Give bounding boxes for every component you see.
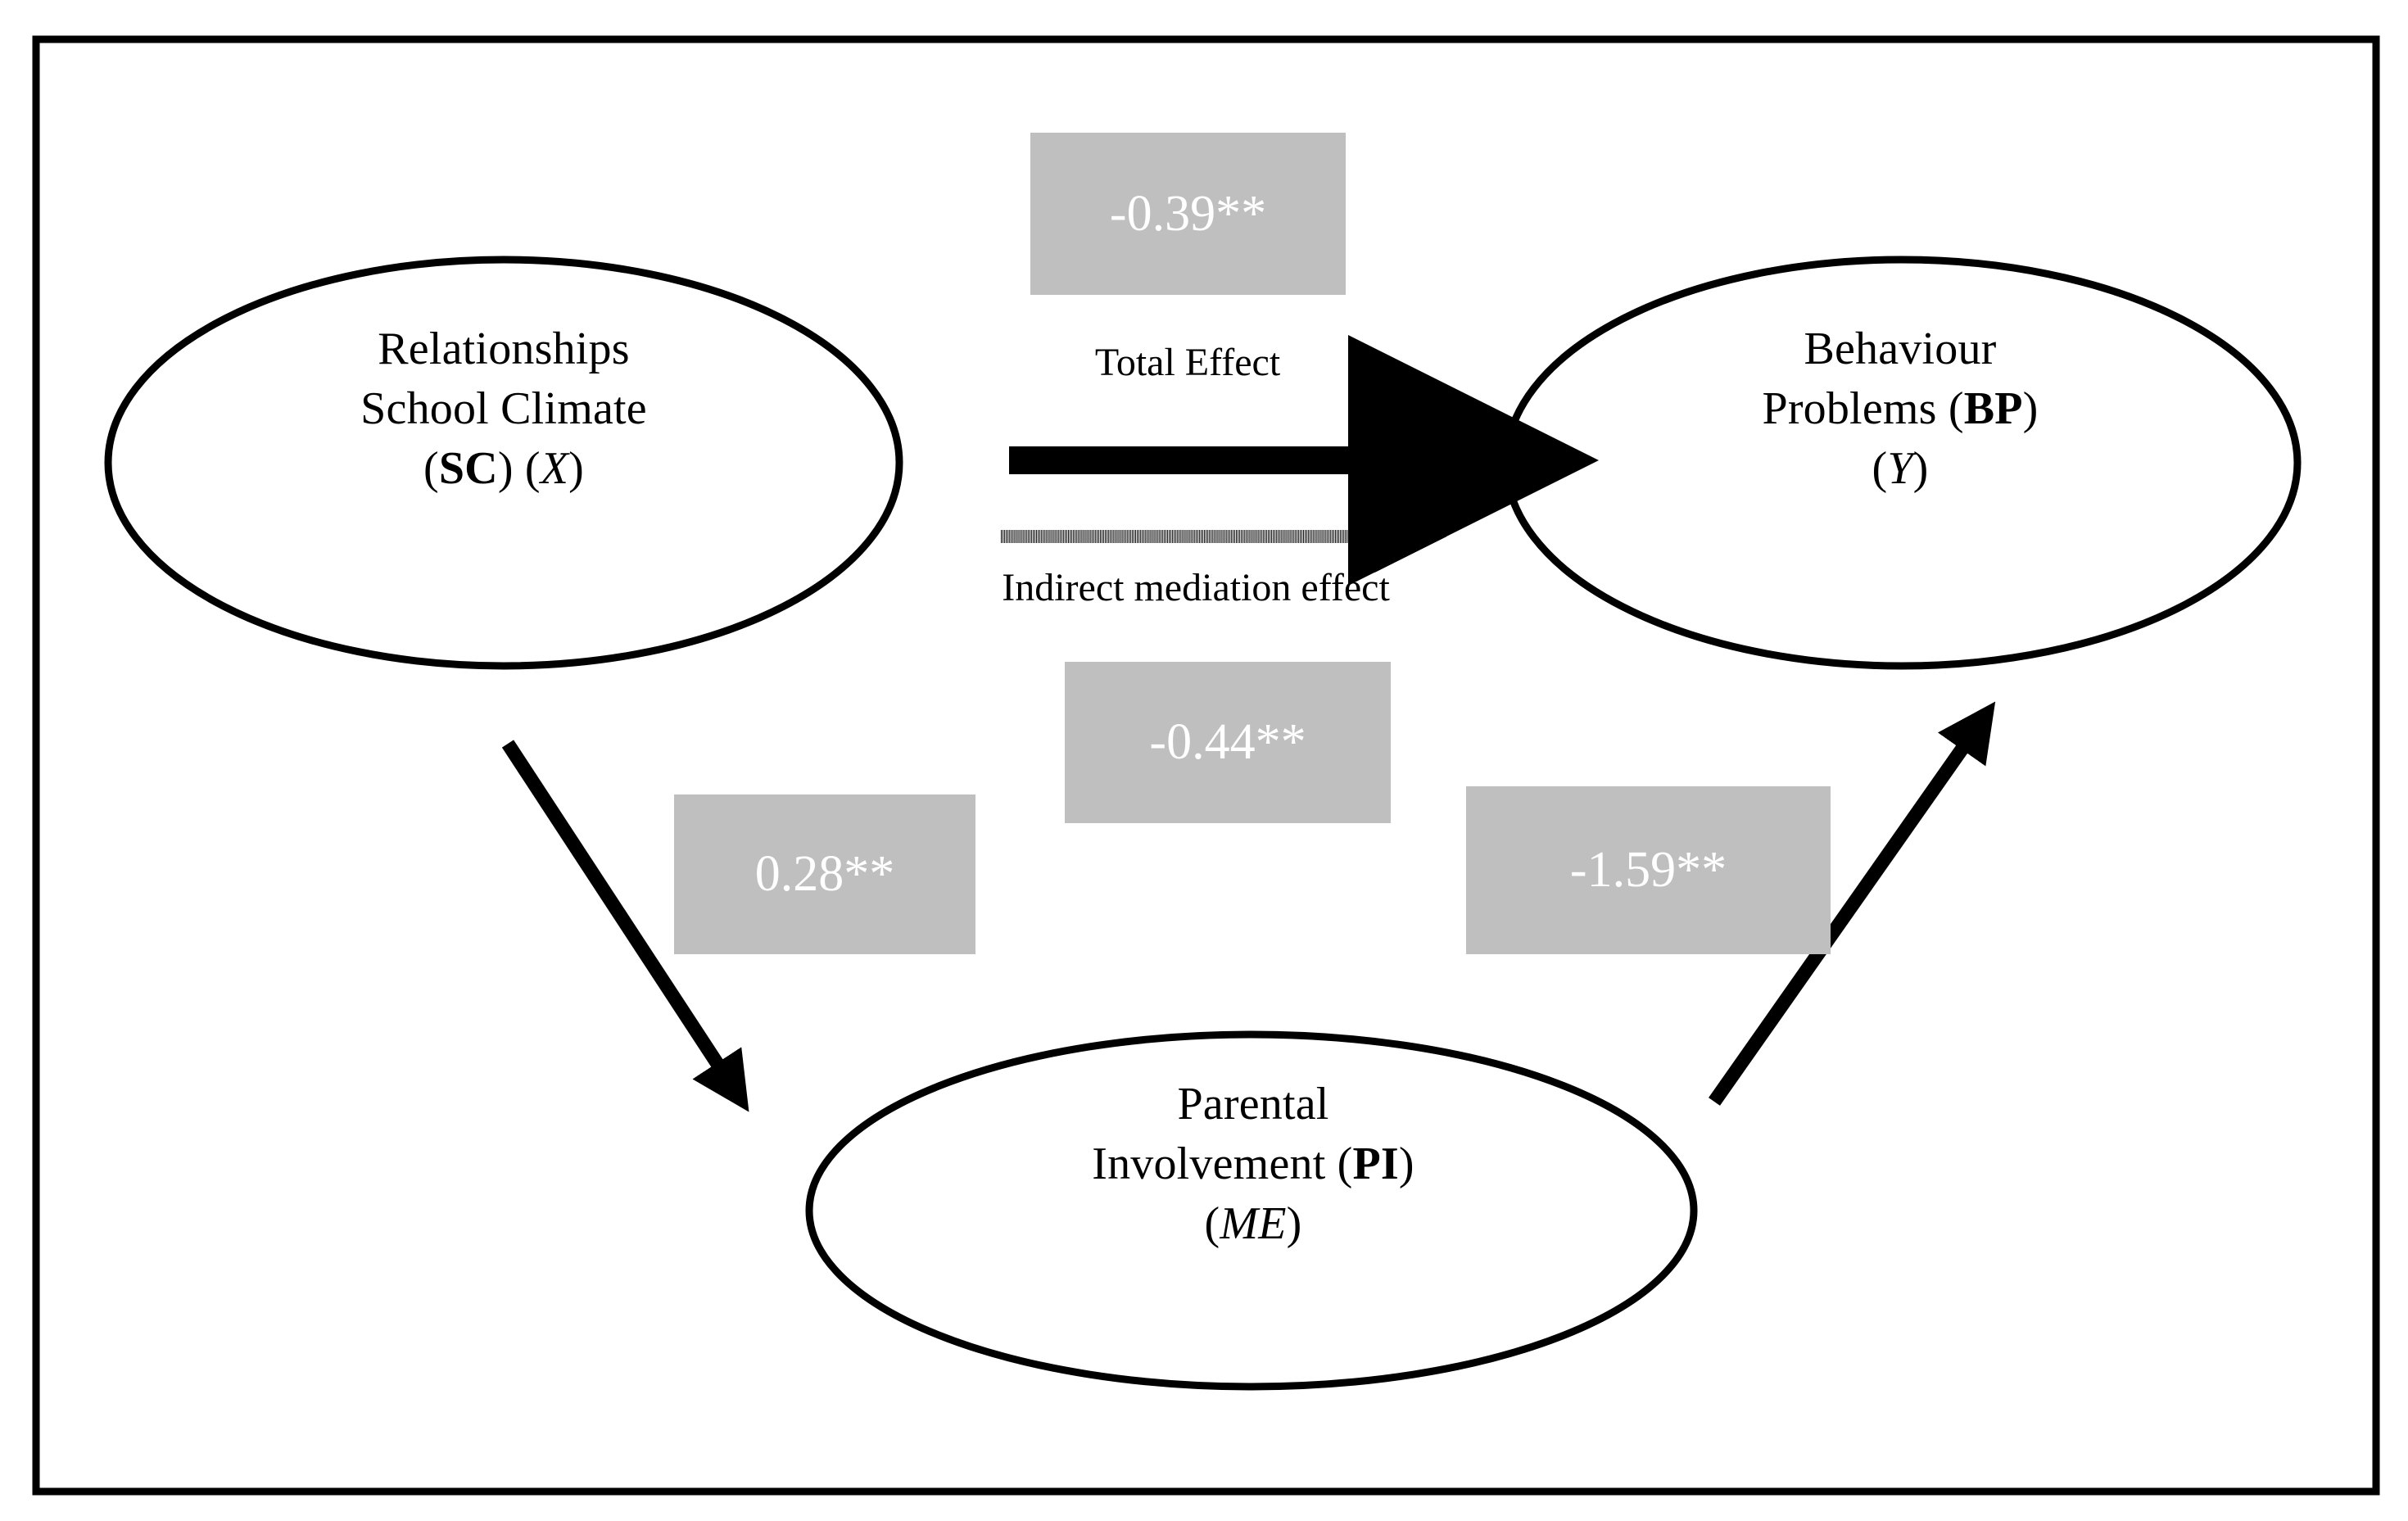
node-pi-suffix: ) [1398,1138,1414,1189]
node-ellipse-parental-involvement [805,1030,1698,1391]
node-bp-prefix: Problems ( [1762,383,1964,434]
node-bp-role: Y [1887,442,1913,494]
label-total-effect: Total Effect [1094,341,1281,384]
coefficient-box-total-effect: -0.39** [1030,133,1346,295]
node-pi-line2: Involvement (PI) [926,1134,1581,1194]
node-pi-role: ME [1220,1197,1287,1249]
node-label-school-climate: Relationships School Climate (SC) (X) [201,319,807,498]
arrow-a-path [501,740,749,1112]
coefficient-box-b-path: -1.59** [1466,786,1831,954]
label-indirect-effect: Indirect mediation effect [1002,566,1390,609]
node-pi-line3: (ME) [1204,1197,1302,1249]
node-label-parental-involvement: Parental Involvement (PI) (ME) [926,1075,1581,1253]
node-bp-line3: (Y) [1872,442,1929,494]
node-label-behaviour-problems: Behaviour Problems (BP) (Y) [1597,319,2203,498]
arrow-b-path [1709,701,1996,1106]
coefficient-box-a-path: 0.28** [674,794,975,954]
node-bp-abbrev: BP [1963,383,2023,434]
node-sc-line3: (SC) (X) [423,442,585,494]
node-bp-suffix: ) [2022,383,2039,434]
node-sc-role: X [540,442,569,494]
node-pi-line1: Parental [1177,1079,1329,1129]
node-bp-line2: Problems (BP) [1597,379,2203,439]
node-sc-line2: School Climate [360,383,647,434]
node-ellipse-school-climate [104,256,903,670]
node-sc-line1: Relationships [378,324,630,374]
node-pi-prefix: Involvement ( [1092,1138,1353,1189]
figure-border [32,35,2380,1496]
coefficient-box-direct-effect: -0.44** [1065,662,1391,823]
node-pi-abbrev: PI [1352,1138,1399,1189]
node-sc-abbrev: SC [438,442,498,494]
node-bp-line1: Behaviour [1804,324,1997,374]
